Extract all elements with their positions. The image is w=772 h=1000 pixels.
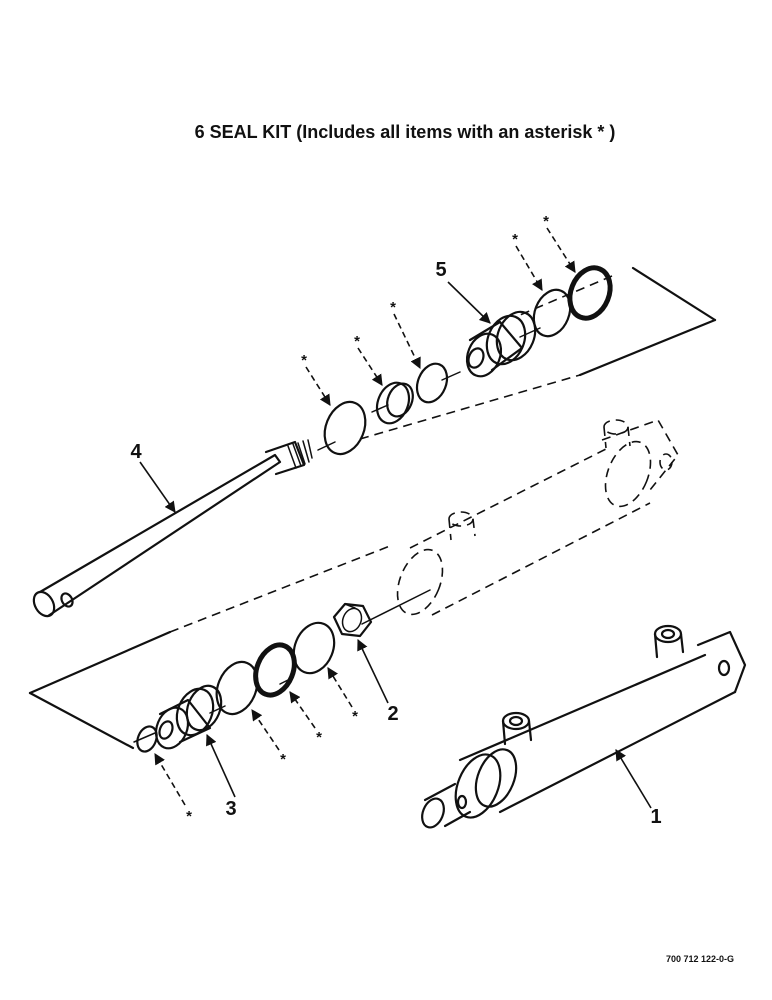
- cylinder-barrel-phantom: [396, 419, 679, 616]
- asterisk-marker: *: [301, 352, 307, 369]
- backup-ring-lower-2: [215, 660, 259, 716]
- o-ring-upper: [567, 265, 613, 321]
- asterisk-marker: *: [316, 729, 322, 746]
- lower-center-axis: [133, 589, 431, 743]
- piston-o-ring: [136, 725, 158, 753]
- seal-kit-title: 6 SEAL KIT (Includes all items with an a…: [195, 122, 616, 142]
- upper-seal-rings: [323, 265, 613, 456]
- asterisk-marker: *: [512, 231, 518, 248]
- asterisk-marker: *: [186, 808, 192, 825]
- asterisk-marker: *: [390, 299, 396, 316]
- callout-2: 2: [387, 703, 398, 725]
- backup-ring-upper-1: [323, 400, 367, 456]
- rod-seal: [415, 362, 449, 404]
- backup-ring-upper-2: [532, 288, 572, 338]
- drawing-number: 700 712 122-0-G: [666, 954, 734, 964]
- o-ring-lower: [253, 642, 297, 698]
- asterisk-marker: *: [354, 333, 360, 350]
- hex-nut: [332, 602, 373, 638]
- piston-rod: [32, 439, 313, 618]
- exploded-view-envelope: [28, 266, 717, 750]
- callout-1: 1: [650, 806, 661, 828]
- upper-center-axis: [317, 327, 541, 451]
- lower-seal-rings: [136, 621, 336, 753]
- numbered-leaders: [139, 281, 652, 809]
- callout-5: 5: [435, 259, 446, 281]
- gland: [465, 310, 537, 378]
- piston: [154, 684, 223, 750]
- asterisk-leaders: [154, 227, 576, 806]
- callout-3: 3: [225, 798, 236, 820]
- asterisk-marker: *: [280, 751, 286, 768]
- asterisk-marker: *: [352, 708, 358, 725]
- rod-threads: [287, 439, 313, 469]
- asterisk-marker: *: [543, 213, 549, 230]
- cylinder-assembly: [421, 624, 747, 829]
- backup-ring-lower-1: [292, 621, 336, 675]
- callout-4: 4: [130, 441, 142, 463]
